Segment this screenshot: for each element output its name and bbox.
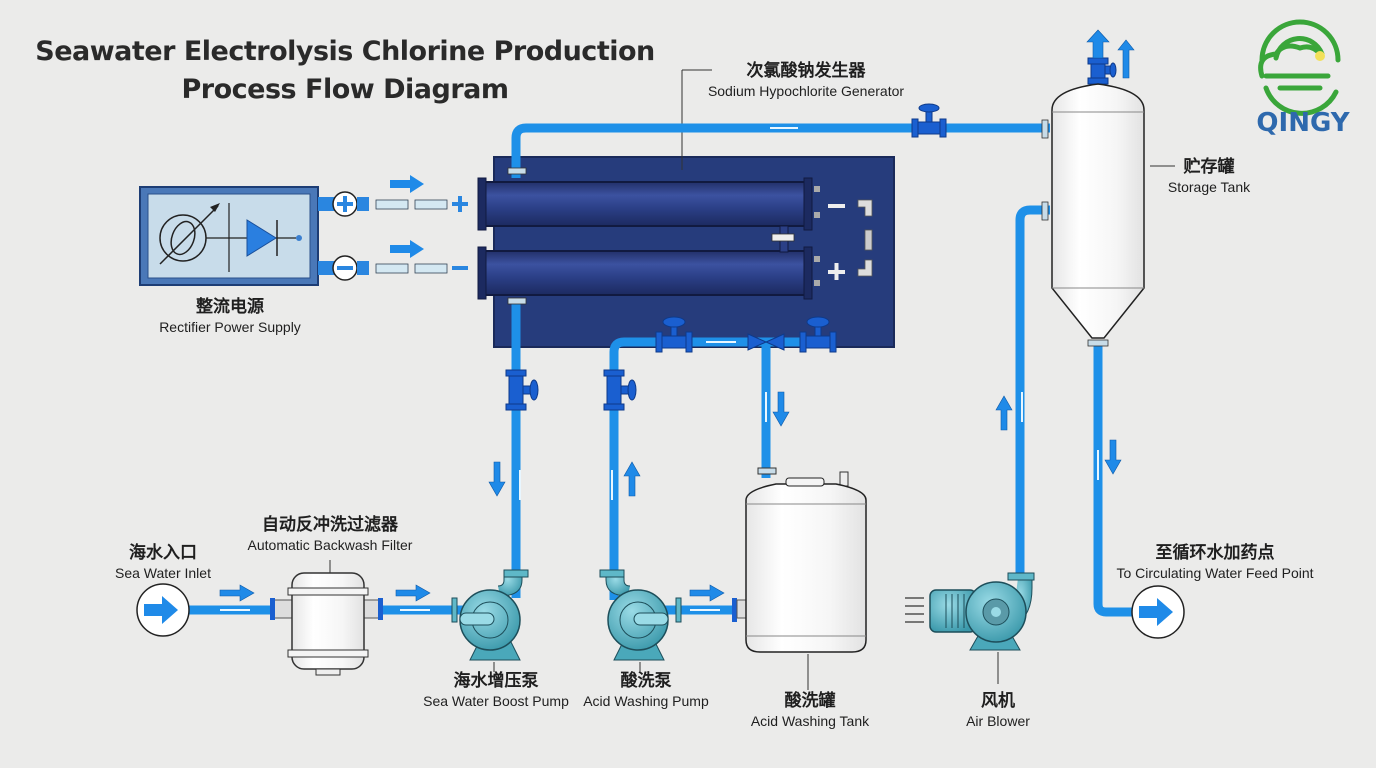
- inlet-arrow-icon: [144, 596, 178, 624]
- label-en: Acid Washing Pump: [583, 693, 709, 709]
- diagram-title-line2: Process Flow Diagram: [181, 74, 510, 105]
- vent-valve-icon: [1087, 57, 1117, 85]
- label-sea-water-inlet: 海水入口 Sea Water Inlet: [100, 542, 226, 582]
- acid-washing-pump: [599, 569, 737, 672]
- label-zh: 至循环水加药点: [1155, 543, 1275, 563]
- gate-valve-icon: [505, 369, 539, 411]
- label-zh: 贮存罐: [1183, 157, 1235, 177]
- electrode-tube-lower: [479, 250, 811, 296]
- gate-valve-icon: [911, 103, 947, 138]
- three-way-valve-icon: [747, 333, 785, 351]
- logo-text: QINGY: [1256, 108, 1350, 138]
- label-zh: 酸洗泵: [620, 671, 672, 691]
- storage-tank: [1051, 83, 1175, 339]
- label-en: Storage Tank: [1167, 179, 1251, 195]
- label-generator: 次氯酸钠发生器 Sodium Hypochlorite Generator: [696, 60, 916, 100]
- label-en: Rectifier Power Supply: [159, 319, 301, 335]
- label-zh: 风机: [981, 691, 1015, 711]
- label-backwash-filter: 自动反冲洗过滤器 Automatic Backwash Filter: [230, 514, 430, 554]
- gate-valve-icon: [603, 369, 637, 411]
- label-zh: 酸洗罐: [784, 691, 836, 711]
- valves: [505, 57, 1117, 411]
- sea-water-inlet: [136, 583, 190, 637]
- label-zh: 整流电源: [196, 297, 264, 317]
- automatic-backwash-filter: [270, 560, 383, 676]
- gate-valve-icon: [655, 316, 693, 353]
- feed-point-outlet: [1131, 585, 1185, 639]
- acid-washing-tank: [736, 467, 867, 690]
- label-feed-point: 至循环水加药点 To Circulating Water Feed Point: [1100, 542, 1330, 582]
- diode-icon: [246, 219, 277, 257]
- gate-valve-icon: [799, 316, 837, 353]
- label-en: Automatic Backwash Filter: [247, 537, 413, 553]
- label-acid-pump: 酸洗泵 Acid Washing Pump: [576, 670, 716, 710]
- label-en: To Circulating Water Feed Point: [1116, 565, 1314, 581]
- label-acid-tank: 酸洗罐 Acid Washing Tank: [740, 690, 880, 730]
- label-en: Sodium Hypochlorite Generator: [707, 83, 905, 99]
- rectifier-power-supply: [139, 175, 468, 286]
- qingy-logo-icon: [1258, 19, 1341, 116]
- label-en: Sea Water Inlet: [115, 565, 211, 581]
- label-zh: 海水入口: [129, 543, 197, 563]
- label-storage-tank: 贮存罐 Storage Tank: [1154, 156, 1264, 196]
- label-zh: 自动反冲洗过滤器: [262, 515, 398, 535]
- air-blower: [905, 572, 1035, 684]
- electrode-tube-upper: [479, 181, 811, 227]
- flow-arrow-icon: [390, 240, 424, 258]
- label-rectifier: 整流电源 Rectifier Power Supply: [140, 296, 320, 336]
- label-zh: 海水增压泵: [453, 671, 539, 691]
- terminal-positive-icon: [828, 263, 845, 280]
- outlet-arrow-icon: [1139, 598, 1173, 626]
- terminal-negative-icon: [828, 204, 845, 208]
- label-zh: 次氯酸钠发生器: [746, 61, 866, 81]
- label-boost-pump: 海水增压泵 Sea Water Boost Pump: [416, 670, 576, 710]
- flow-arrows: [219, 29, 1135, 602]
- label-air-blower: 风机 Air Blower: [950, 690, 1046, 730]
- label-en: Sea Water Boost Pump: [423, 693, 569, 709]
- sodium-hypochlorite-generator: [477, 69, 895, 348]
- diagram-title-line1: Seawater Electrolysis Chlorine Productio…: [35, 36, 655, 67]
- flow-arrow-icon: [390, 175, 424, 193]
- label-en: Air Blower: [966, 713, 1030, 729]
- label-en: Acid Washing Tank: [750, 713, 870, 729]
- sea-water-boost-pump: [451, 569, 529, 672]
